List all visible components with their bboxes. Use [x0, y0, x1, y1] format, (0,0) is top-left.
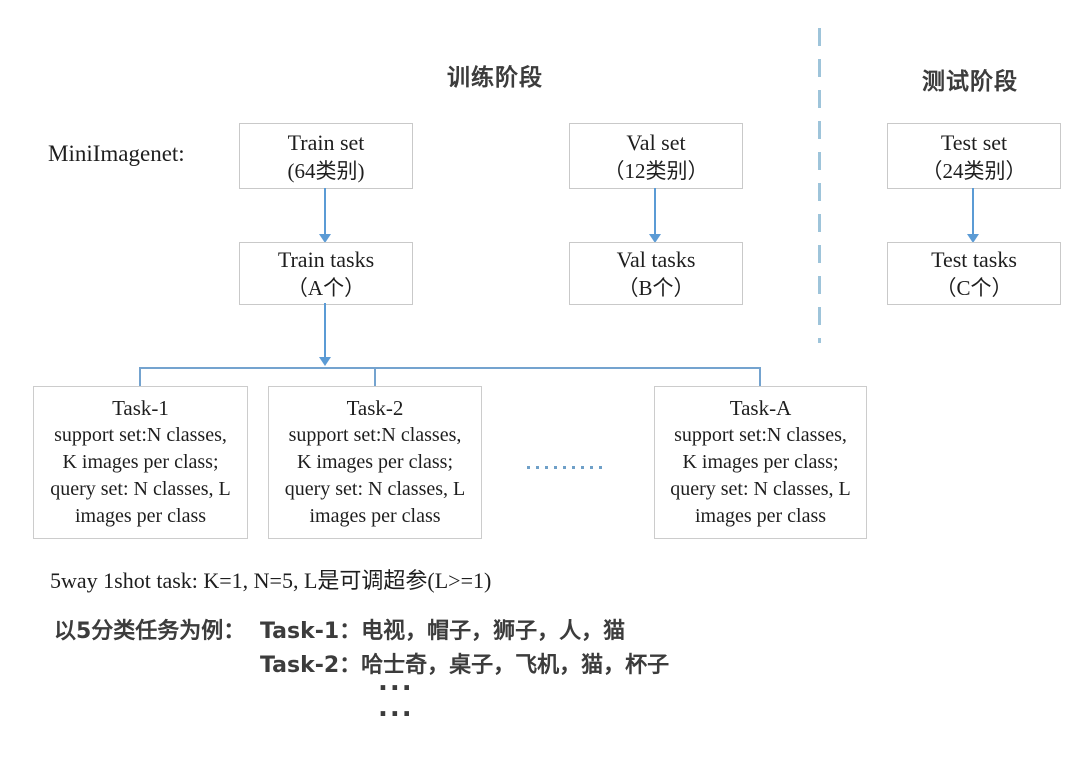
arrow-val-set-to-tasks-head [649, 234, 661, 243]
task-a-card-line1: support set:N classes, [674, 424, 847, 446]
test-phase-header: 测试阶段 [922, 69, 1018, 95]
branch-stub-task-1 [139, 367, 141, 386]
train-set-title: Train set [287, 129, 365, 155]
val-tasks-box: Val tasks （B个） [569, 242, 743, 305]
val-set-count: （12类别） [603, 158, 709, 183]
phase-divider-dashed-line [818, 28, 821, 343]
dataset-label: MiniImagenet: [48, 141, 185, 166]
example-ellipsis-1: ... [378, 667, 414, 697]
task-2-card: Task-2 support set:N classes, K images p… [268, 386, 482, 539]
train-set-box: Train set (64类别) [239, 123, 413, 189]
test-set-count: （24类别） [921, 158, 1027, 183]
arrow-val-set-to-tasks-line [654, 188, 656, 234]
task-a-card-title: Task-A [729, 396, 792, 420]
task-2-card-line3: query set: N classes, L [284, 478, 466, 500]
train-tasks-count: （A个） [286, 276, 366, 300]
branch-horizontal-line [139, 367, 761, 369]
arrow-train-set-to-tasks-head [319, 234, 331, 243]
arrow-train-tasks-to-branch-line [324, 303, 326, 357]
task-2-card-line1: support set:N classes, [288, 424, 462, 446]
task-1-card-line4: images per class [74, 505, 207, 527]
example-task-1: Task-1：电视，帽子，狮子，人，猫 [260, 619, 626, 644]
test-tasks-box: Test tasks （C个） [887, 242, 1061, 305]
task-1-card-line3: query set: N classes, L [50, 478, 231, 500]
train-set-count: (64类别) [287, 158, 365, 183]
hyperparam-note: 5way 1shot task: K=1, N=5, L是可调超参(L>=1) [50, 568, 492, 593]
task-1-card-line1: support set:N classes, [54, 424, 227, 446]
example-label: 以5分类任务为例： [54, 619, 246, 644]
test-set-box: Test set （24类别） [887, 123, 1061, 189]
task-a-card-line3: query set: N classes, L [670, 478, 851, 500]
task-1-card-line2: K images per class; [62, 451, 219, 473]
test-tasks-title: Test tasks [931, 247, 1017, 272]
task-2-card-line2: K images per class; [296, 451, 454, 473]
test-tasks-count: （C个） [935, 276, 1013, 300]
tasks-ellipsis-dotted-line [527, 466, 607, 469]
arrow-test-set-to-tasks-head [967, 234, 979, 243]
task-1-card: Task-1 support set:N classes, K images p… [33, 386, 248, 539]
arrow-train-tasks-to-branch-head [319, 357, 331, 366]
task-a-card-line2: K images per class; [682, 451, 839, 473]
example-task-2: Task-2：哈士奇，桌子，飞机，猫，杯子 [260, 653, 670, 678]
example-ellipsis-2: ... [378, 693, 414, 723]
train-phase-header: 训练阶段 [447, 65, 543, 91]
arrow-test-set-to-tasks-line [972, 188, 974, 234]
task-2-card-title: Task-2 [346, 396, 404, 420]
arrow-train-set-to-tasks-line [324, 188, 326, 234]
task-a-card-line4: images per class [694, 505, 827, 527]
task-a-card: Task-A support set:N classes, K images p… [654, 386, 867, 539]
task-1-card-title: Task-1 [112, 396, 169, 420]
val-tasks-title: Val tasks [616, 247, 696, 272]
test-set-title: Test set [940, 129, 1008, 155]
task-2-card-line4: images per class [309, 505, 441, 527]
train-tasks-title: Train tasks [277, 247, 375, 272]
val-tasks-count: （B个） [617, 276, 695, 300]
train-tasks-box: Train tasks （A个） [239, 242, 413, 305]
branch-stub-task-2 [374, 367, 376, 386]
branch-stub-task-a [759, 367, 761, 386]
val-set-box: Val set （12类别） [569, 123, 743, 189]
val-set-title: Val set [626, 129, 686, 155]
